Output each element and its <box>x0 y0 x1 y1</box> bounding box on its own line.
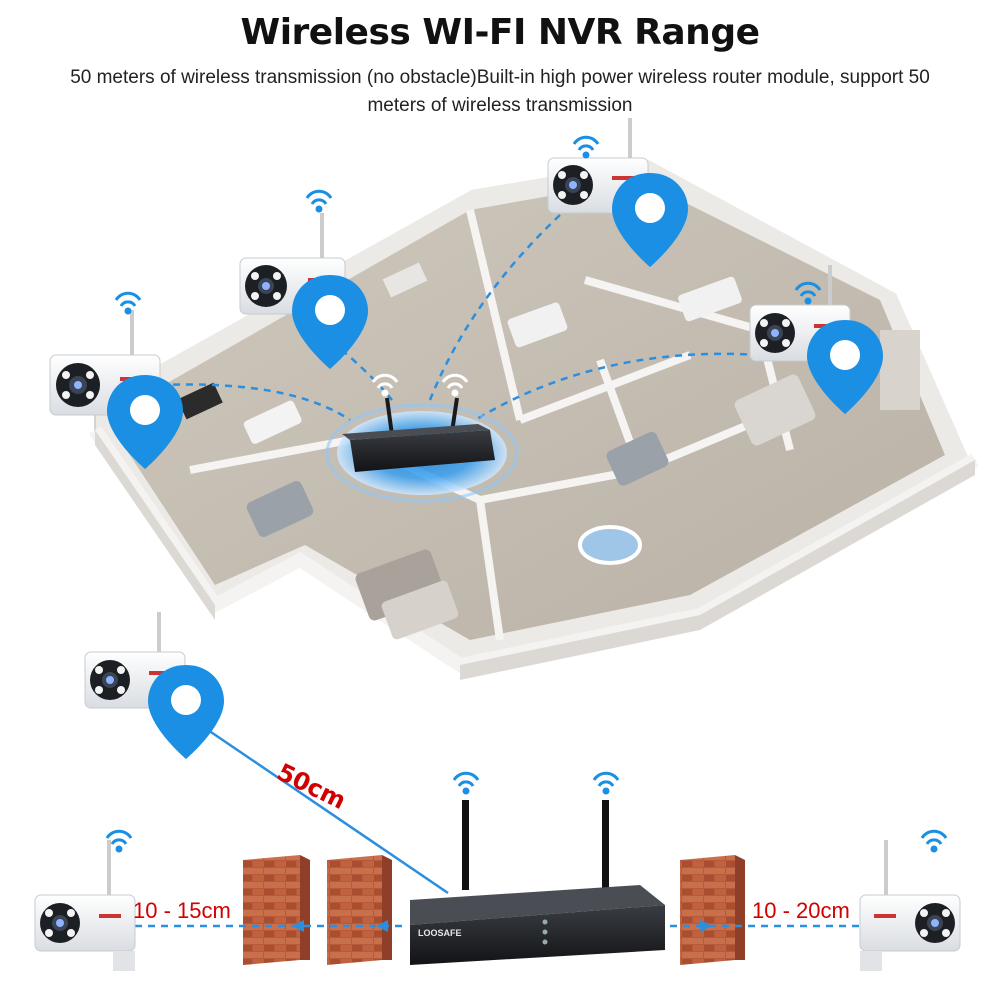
camera-icon <box>859 840 961 971</box>
wifi-icon <box>452 771 620 795</box>
page-subtitle: 50 meters of wireless transmission (no o… <box>70 67 930 116</box>
wifi-icon <box>114 291 142 315</box>
wifi-icon <box>105 829 133 853</box>
wifi-icon <box>920 829 948 853</box>
wifi-icon <box>305 189 333 213</box>
wifi-icon <box>371 373 469 397</box>
brick-wall-icon <box>243 855 310 965</box>
nvr-brand-label: LOOSAFE <box>418 928 462 938</box>
floor-plan <box>89 149 980 680</box>
location-pin-icon <box>148 665 224 759</box>
brick-wall-icon <box>327 855 392 965</box>
location-pin-icon <box>107 375 183 469</box>
distance-label-left: 10 - 15cm <box>133 898 231 923</box>
house-nvr <box>325 397 519 503</box>
location-pin-icon <box>292 275 368 369</box>
location-pin-icon <box>807 320 883 414</box>
furniture <box>177 262 920 640</box>
brick-wall-icon <box>680 855 745 965</box>
distance-label-right: 10 - 20cm <box>752 898 850 923</box>
wifi-icon <box>794 281 822 305</box>
wifi-icon <box>572 135 600 159</box>
distance-line <box>204 726 449 895</box>
lower-nvr: LOOSAFE <box>410 800 665 965</box>
location-pin-icon <box>612 173 688 267</box>
camera-icon <box>34 840 136 971</box>
page-title: Wireless WI-FI NVR Range <box>240 12 761 53</box>
